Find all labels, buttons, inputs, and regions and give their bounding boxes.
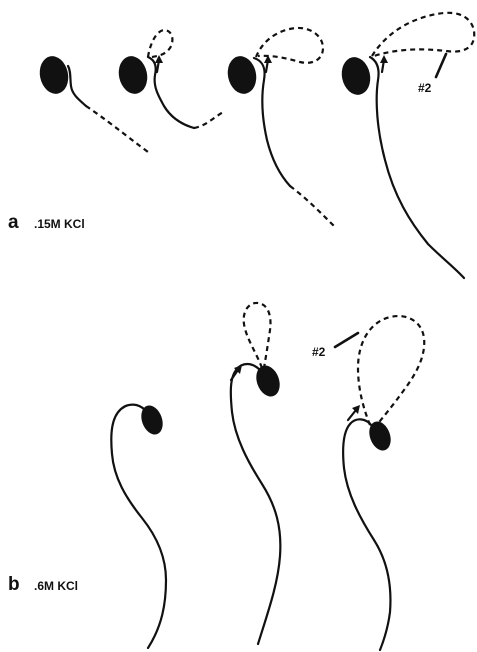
sperm-head bbox=[338, 55, 373, 98]
flagellum-dashed-loop bbox=[256, 28, 323, 63]
flagellum-dashed-tail bbox=[194, 111, 225, 128]
panel-b: #2 b .6M KCl bbox=[8, 303, 424, 650]
condition-label: .15M KCl bbox=[34, 217, 85, 231]
flagellum-solid bbox=[343, 419, 390, 650]
flagellum-solid bbox=[231, 364, 281, 644]
marker-pointer bbox=[335, 333, 358, 347]
condition-label: .6M KCl bbox=[34, 579, 78, 593]
flagellum-dashed-loop bbox=[358, 316, 424, 426]
flagellum-dashed-loop bbox=[372, 13, 474, 56]
panel-b-frame-1 bbox=[111, 402, 166, 648]
panel-b-frame-2 bbox=[231, 303, 284, 644]
panel-letter: a bbox=[8, 212, 19, 233]
flagellum-solid bbox=[111, 405, 166, 648]
bend-arrow bbox=[348, 410, 356, 420]
marker-label: #2 bbox=[312, 345, 326, 359]
sperm-head bbox=[115, 54, 150, 97]
flagellum-dashed-loop bbox=[148, 30, 172, 57]
panel-a-frame-2 bbox=[115, 30, 225, 128]
flagellum-dashed bbox=[86, 106, 148, 152]
marker-pointer bbox=[436, 54, 446, 77]
flagellum-solid bbox=[68, 66, 86, 106]
panel-letter: b bbox=[8, 574, 20, 595]
sperm-head bbox=[36, 54, 71, 97]
panel-a-frame-4: #2 bbox=[338, 13, 474, 278]
flagellum-solid bbox=[370, 57, 464, 278]
bend-arrowhead bbox=[380, 55, 388, 63]
panel-a: #2 a .15M KCl bbox=[8, 13, 474, 278]
flagellum-dashed-loop bbox=[244, 303, 271, 368]
panel-a-frame-3 bbox=[224, 28, 334, 226]
marker-label: #2 bbox=[418, 81, 432, 95]
flagellum-solid bbox=[148, 57, 194, 128]
flagellum-dashed-tail bbox=[290, 186, 334, 226]
flagellum-solid bbox=[254, 58, 290, 186]
panel-b-frame-3: #2 bbox=[312, 316, 424, 650]
sperm-head bbox=[224, 54, 259, 97]
